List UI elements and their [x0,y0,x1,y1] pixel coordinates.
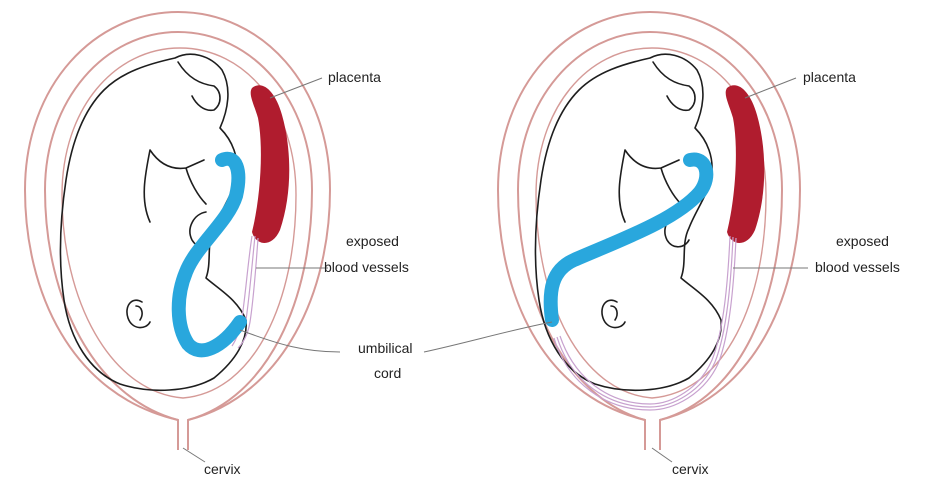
leader-placenta [270,78,322,98]
label-cord: cord [374,365,401,381]
label-blood-vessels: blood vessels [324,259,409,275]
leader-cervix [183,448,205,462]
placenta [726,85,765,243]
right-panel: placenta exposed blood vessels cervix [424,12,900,477]
left-panel: placenta exposed blood vessels umbilical… [25,12,412,477]
leader-cord [424,322,552,352]
label-exposed: exposed [346,233,399,249]
label-placenta: placenta [328,69,381,85]
label-placenta: placenta [803,69,856,85]
uterus-outer-wall [25,12,330,450]
fetus-foot [178,62,220,110]
leader-cervix [652,448,672,462]
fetus-ear [602,300,625,327]
fetus-foot [653,62,695,110]
label-cervix: cervix [204,461,241,477]
label-blood-vessels: blood vessels [815,259,900,275]
label-umbilical: umbilical [358,340,412,356]
fetus-arm [144,150,206,222]
label-exposed: exposed [836,233,889,249]
label-cervix: cervix [672,461,709,477]
umbilical-cord [551,159,707,320]
placenta [251,85,290,243]
fetus-ear [127,300,150,327]
